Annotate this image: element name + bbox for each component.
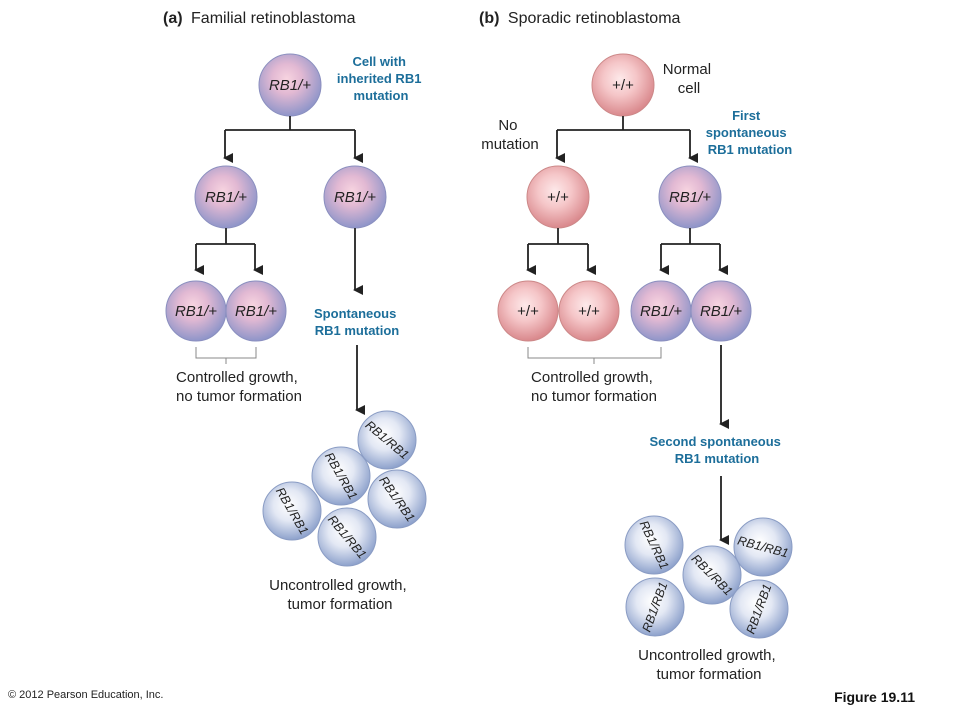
panel-b-branch-2 [526,228,728,275]
figure-number: Figure 19.11 [834,689,915,705]
svg-text:RB1/+: RB1/+ [269,77,311,94]
panel-b-tumor-cluster: RB1/RB1 RB1/RB1 RB1/RB1 RB1/RB1 RB1/RB1 [624,515,793,639]
panel-b-second-mutation-note: Second spontaneous RB1 mutation [649,434,784,466]
svg-text:RB1/+: RB1/+ [700,303,742,320]
copyright-text: © 2012 Pearson Education, Inc. [8,689,163,701]
tumor-cell: RB1/RB1 [682,545,742,605]
tumor-cell: RB1/RB1 [733,517,793,577]
panel-a-cell-l2-left: RB1/+ [194,165,258,229]
panel-a-cell-l3-2: RB1/+ [225,280,287,342]
tumor-cell: RB1/RB1 [625,577,685,637]
panel-a-mutation-note: Spontaneous RB1 mutation [314,306,400,338]
panel-a-title: (a) Familial retinoblastoma [163,10,356,27]
panel-b-cell-l3-2: +/+ [558,280,620,342]
svg-text:+/+: +/+ [517,303,539,320]
panel-a-controlled-label: Controlled growth, no tumor formation [176,369,302,405]
panel-a-cell-l3-1: RB1/+ [165,280,227,342]
panel-a-uncontrolled-label: Uncontrolled growth, tumor formation [269,577,411,613]
panel-a-bracket [195,347,257,364]
panel-b-controlled-label: Controlled growth, no tumor formation [531,369,657,405]
svg-text:RB1/+: RB1/+ [640,303,682,320]
panel-b-branch-1 [555,116,698,163]
svg-text:RB1/+: RB1/+ [669,189,711,206]
panel-b-root-note: Normal cell [663,61,716,97]
tumor-cell: RB1/RB1 [311,446,371,506]
tumor-cell: RB1/RB1 [317,507,377,567]
tumor-cell: RB1/RB1 [262,481,322,541]
panel-b-root-cell: +/+ [591,53,655,117]
panel-a-root-cell: RB1/+ [258,53,322,117]
tumor-cell: RB1/RB1 [367,469,427,529]
panel-b-first-mutation-note: First spontaneous RB1 mutation [706,108,793,157]
panel-a-branch-2 [194,228,363,295]
panel-b-no-mutation-label: No mutation [481,117,539,153]
panel-b-title: (b) Sporadic retinoblastoma [479,10,681,27]
tumor-cell: RB1/RB1 [729,579,789,639]
tumor-cell: RB1/RB1 [357,410,417,470]
panel-a: (a) Familial retinoblastoma RB1/+ Cell w… [163,10,427,613]
svg-text:+/+: +/+ [547,189,569,206]
panel-a-cell-l2-right: RB1/+ [323,165,387,229]
tumor-cell: RB1/RB1 [624,515,684,575]
panel-b-uncontrolled-label: Uncontrolled growth, tumor formation [638,647,780,683]
panel-b-cell-l3-4: RB1/+ [690,280,752,342]
panel-b-cell-l3-3: RB1/+ [630,280,692,342]
panel-b-cell-l2-right: RB1/+ [658,165,722,229]
panel-b-cell-l3-1: +/+ [497,280,559,342]
panel-b: (b) Sporadic retinoblastoma +/+ Normal c… [479,10,793,683]
svg-text:+/+: +/+ [612,77,634,94]
svg-text:RB1/+: RB1/+ [334,189,376,206]
svg-text:RB1/+: RB1/+ [205,189,247,206]
svg-text:RB1/+: RB1/+ [235,303,277,320]
svg-text:+/+: +/+ [578,303,600,320]
panel-b-cell-l2-left: +/+ [526,165,590,229]
panel-a-branch-1 [223,116,363,163]
panel-a-tumor-cluster: RB1/RB1 RB1/RB1 RB1/RB1 RB1/RB1 RB1/RB1 [262,410,427,567]
svg-text:RB1/+: RB1/+ [175,303,217,320]
panel-b-bracket [527,347,662,364]
panel-a-root-note: Cell with inherited RB1 mutation [337,54,425,103]
